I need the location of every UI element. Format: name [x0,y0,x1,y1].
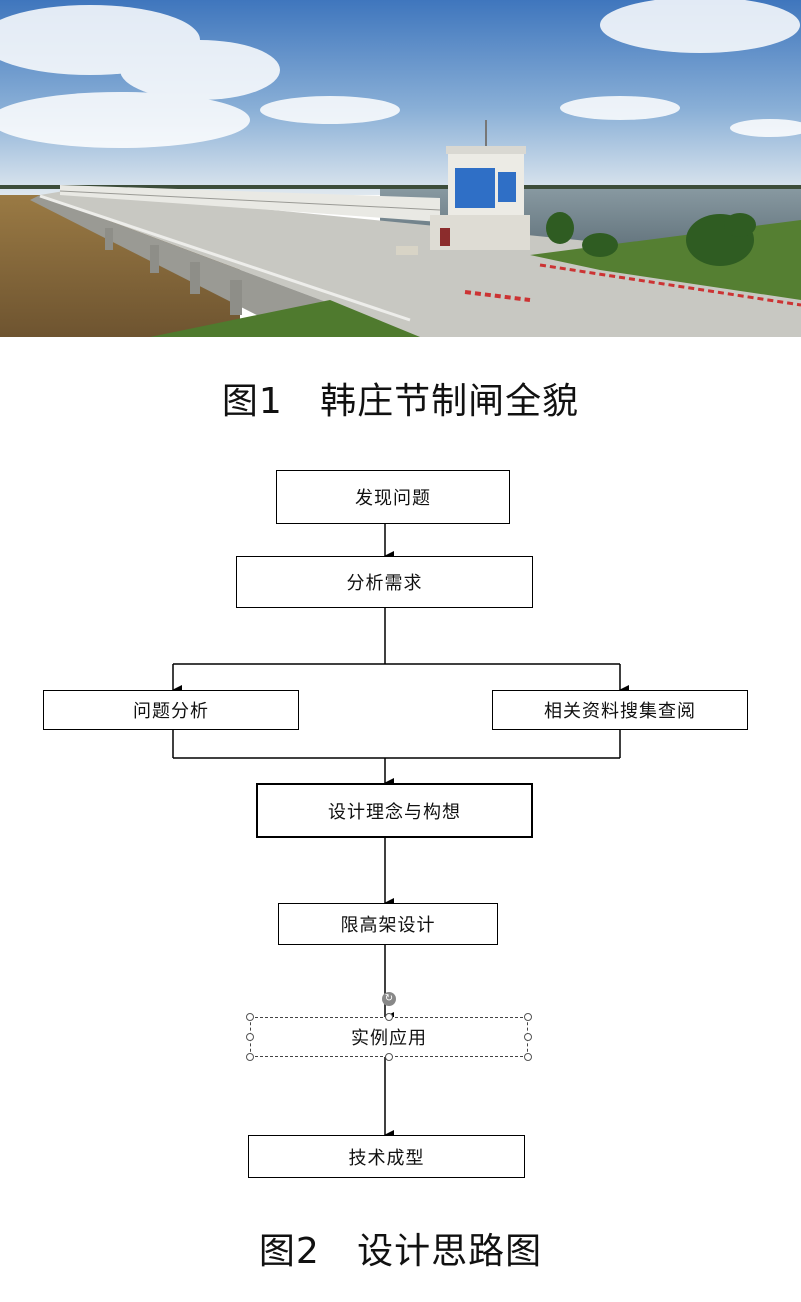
resize-handle-left[interactable] [246,1033,254,1041]
resize-handle-top[interactable] [385,1013,393,1021]
rotate-handle-icon[interactable]: ↻ [382,992,396,1006]
step-discover-problem[interactable]: 发现问题 [276,470,510,524]
figure1-caption: 图1 韩庄节制闸全貌 [221,381,580,422]
step-analyze-needs[interactable]: 分析需求 [236,556,533,608]
resize-handle-top-right[interactable] [524,1013,532,1021]
step-technology-finalized[interactable]: 技术成型 [248,1135,525,1178]
dam-photo [0,0,801,337]
step-research[interactable]: 相关资料搜集查阅 [492,690,748,730]
step-height-limit-design[interactable]: 限高架设计 [278,903,498,945]
step-application[interactable]: 实例应用 [250,1017,528,1057]
resize-handle-bottom[interactable] [385,1053,393,1061]
step-problem-analysis[interactable]: 问题分析 [43,690,299,730]
resize-handle-top-left[interactable] [246,1013,254,1021]
step-design-concept[interactable]: 设计理念与构想 [256,783,533,838]
figure2-caption: 图2 设计思路图 [258,1231,543,1272]
resize-handle-right[interactable] [524,1033,532,1041]
resize-handle-bottom-right[interactable] [524,1053,532,1061]
resize-handle-bottom-left[interactable] [246,1053,254,1061]
